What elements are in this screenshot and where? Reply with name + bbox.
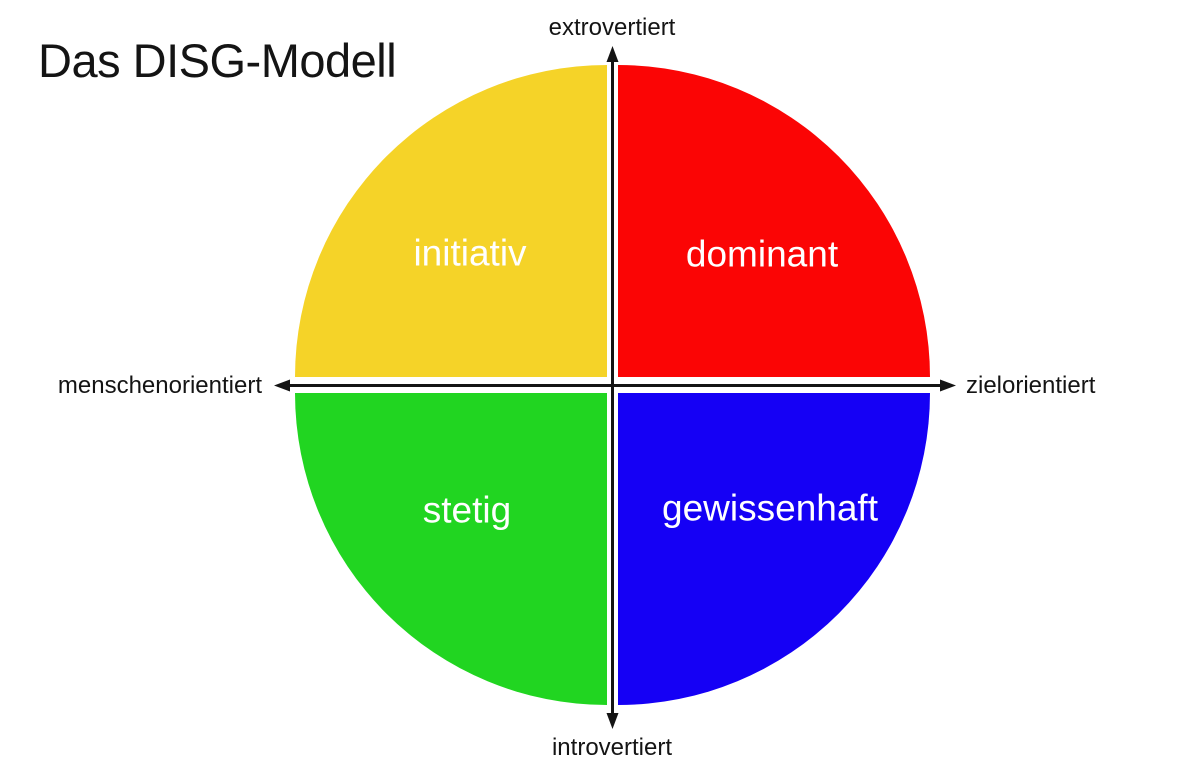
quadrant-initiativ[interactable] [295, 65, 607, 377]
horizontal-axis [274, 379, 956, 392]
axis-label-extrovertiert: extrovertiert [548, 14, 676, 41]
axis-label-zielorientiert: zielorientiert [966, 372, 1096, 399]
quadrant-dominant[interactable] [618, 65, 930, 377]
page-title: Das DISG-Modell [38, 34, 397, 87]
axis-label-menschenorientiert: menschenorientiert [57, 372, 262, 399]
arrowhead-right [940, 379, 956, 392]
quadrant-gewissenhaft[interactable] [618, 393, 930, 705]
arrowhead-left [274, 379, 290, 392]
axis-label-introvertiert: introvertiert [551, 734, 673, 761]
arrowhead-up [606, 46, 619, 62]
vertical-axis [606, 46, 619, 729]
arrowhead-down [606, 713, 619, 729]
quadrant-stetig[interactable] [295, 393, 607, 705]
